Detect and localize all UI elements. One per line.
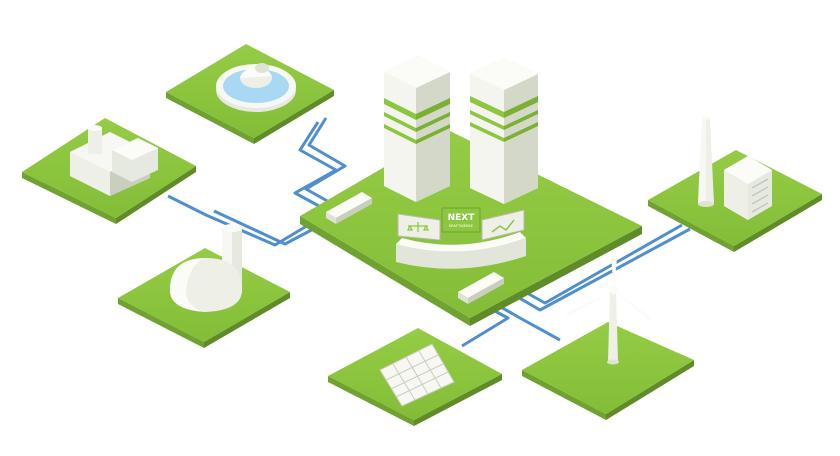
factory-icon bbox=[70, 125, 158, 196]
hub-connector-left bbox=[326, 192, 372, 224]
monitor-left bbox=[397, 213, 441, 241]
chimney-plant-icon bbox=[698, 116, 772, 220]
node-factory bbox=[22, 118, 196, 224]
scale-icon bbox=[407, 222, 429, 232]
node-solar bbox=[328, 328, 502, 426]
node-hub: NEXT KRAFTWERKE bbox=[300, 56, 642, 326]
solar-panel-icon bbox=[379, 343, 455, 407]
hub-connector-right bbox=[458, 272, 504, 304]
brand-subtitle: KRAFTWERKE bbox=[449, 224, 474, 228]
wind-turbine-icon bbox=[566, 256, 652, 365]
control-desk: NEXT KRAFTWERKE bbox=[396, 207, 526, 269]
link-water-2 bbox=[304, 117, 347, 209]
server-tower-right bbox=[470, 58, 538, 204]
water-plant-icon bbox=[216, 63, 296, 112]
node-wind bbox=[522, 256, 694, 420]
server-tower-left bbox=[384, 56, 450, 202]
node-biogas bbox=[118, 224, 290, 348]
biogas-plant-icon bbox=[170, 224, 242, 312]
node-water-treatment bbox=[166, 44, 334, 144]
monitor-center bbox=[441, 207, 481, 233]
chart-trend-icon bbox=[491, 219, 515, 233]
node-power-plant bbox=[648, 116, 822, 252]
brand-name: NEXT bbox=[448, 213, 476, 223]
